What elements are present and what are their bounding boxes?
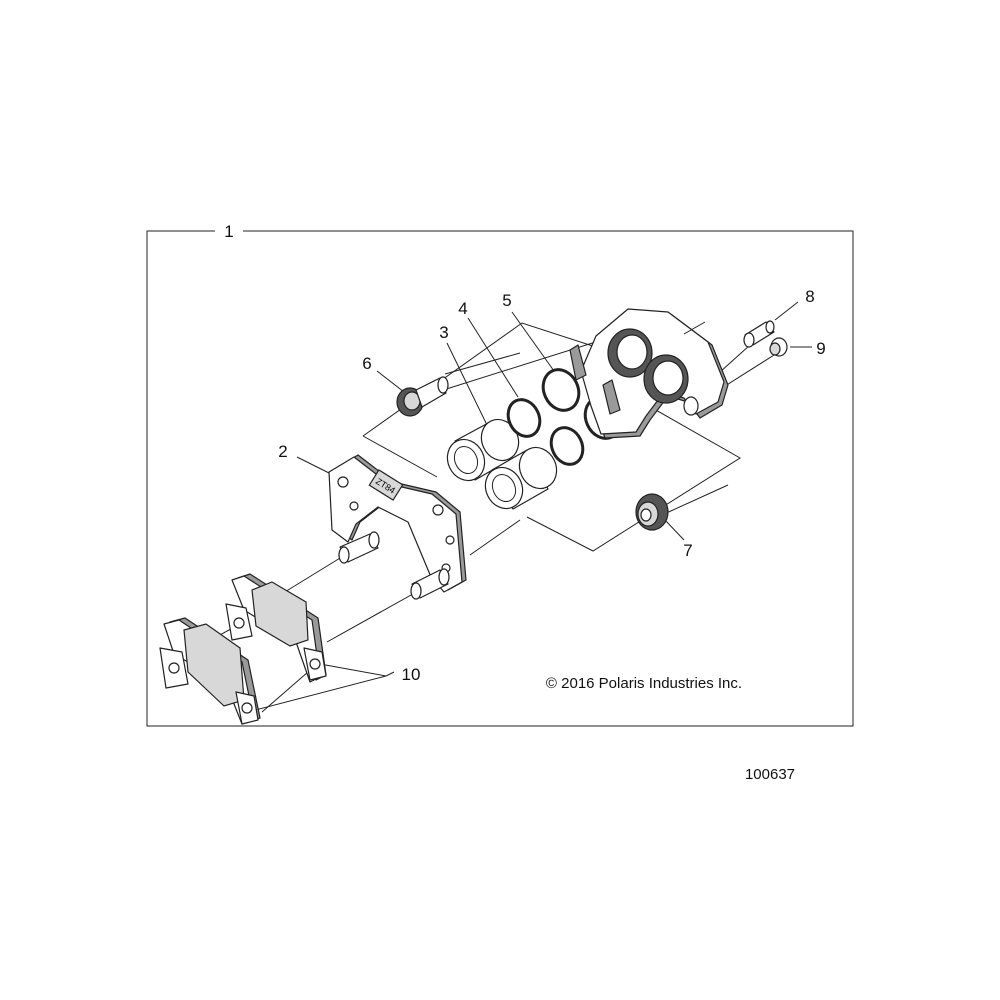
bleeder-screw-part-8 [743, 320, 775, 348]
callout-10: 10 [402, 665, 421, 684]
callout-5: 5 [502, 291, 511, 310]
caliper-body [569, 308, 729, 439]
callout-9: 9 [816, 339, 825, 358]
brake-pads-part-10 [159, 573, 327, 725]
leader-lines [239, 301, 812, 715]
callout-7: 7 [683, 541, 692, 560]
callout-3: 3 [439, 323, 448, 342]
callout-4: 4 [458, 299, 467, 318]
callout-8: 8 [805, 287, 814, 306]
callout-1: 1 [224, 222, 233, 241]
guide-pin-boot-part-6 [396, 376, 449, 417]
callout-6: 6 [362, 354, 371, 373]
piston-seal-part-4 [506, 398, 585, 466]
callout-2: 2 [278, 442, 287, 461]
boot-part-7 [635, 493, 669, 531]
caliper-bracket-part-2: ZT84 [328, 454, 467, 600]
copyright-notice: © 2016 Polaris Industries Inc. [546, 675, 742, 692]
assembly-frame [146, 230, 854, 727]
piston-part-3 [446, 418, 558, 510]
drawing-number: 100637 [745, 766, 795, 783]
bleeder-cap-part-9 [769, 337, 788, 357]
